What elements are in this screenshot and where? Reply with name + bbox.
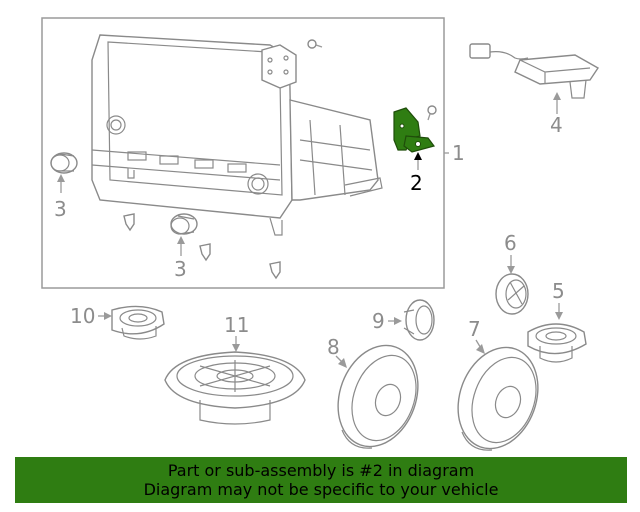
banner-line-1: Part or sub-assembly is #2 in diagram [167, 461, 475, 480]
screw-2 [427, 105, 437, 121]
callout-1: 1 [452, 141, 465, 165]
module-part-4 [469, 43, 600, 99]
callout-11: 11 [224, 313, 249, 337]
tweeter-part-5 [527, 323, 587, 363]
callout-4: 4 [550, 113, 563, 137]
head-unit-assembly [91, 34, 383, 236]
clip [123, 213, 281, 280]
knob-3-left [50, 152, 78, 174]
callout-3-left: 3 [54, 197, 67, 221]
speaker-part-11 [164, 351, 306, 425]
knob-3-right [170, 213, 198, 235]
tweeter-part-6 [495, 273, 529, 315]
speaker-part-7 [457, 346, 539, 451]
tweeter-part-9 [403, 299, 435, 341]
bracket-part-2 [393, 107, 436, 153]
callout-5: 5 [552, 279, 565, 303]
mount-bracket [261, 44, 297, 89]
callout-7: 7 [468, 317, 481, 341]
tweeter-part-10 [111, 305, 165, 340]
callout-10: 10 [70, 304, 95, 328]
speaker-part-8 [337, 344, 419, 449]
banner-line-2: Diagram may not be specific to your vehi… [143, 480, 499, 499]
callout-2: 2 [410, 171, 423, 195]
callout-8: 8 [327, 335, 340, 359]
screw [307, 39, 323, 49]
info-banner: Part or sub-assembly is #2 in diagram Di… [15, 457, 627, 503]
callout-3-right: 3 [174, 257, 187, 281]
callout-6: 6 [504, 231, 517, 255]
callout-9: 9 [372, 309, 385, 333]
